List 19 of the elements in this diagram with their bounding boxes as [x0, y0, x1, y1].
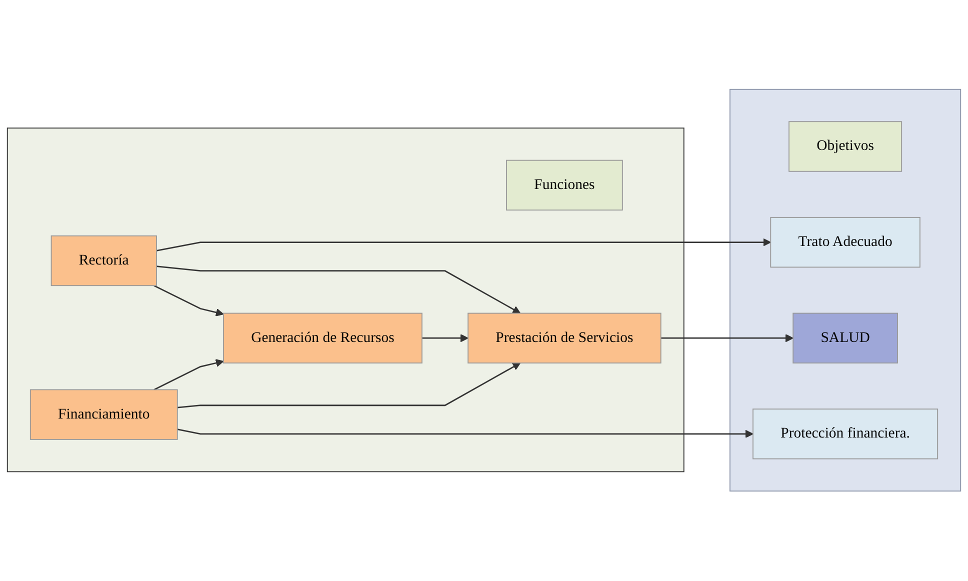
- cluster: [730, 89, 962, 492]
- arrow: [177, 428, 754, 438]
- node-box: Rectoría: [50, 236, 157, 286]
- node-box: Objetivos: [788, 121, 902, 172]
- node-box: Protección financiera.: [752, 408, 938, 460]
- node-box: Generación de Recursos: [222, 313, 422, 364]
- node-box: Financiamiento: [30, 390, 178, 440]
- arrow: [660, 334, 794, 342]
- node-box: SALUD: [792, 313, 898, 364]
- arrow: [156, 238, 771, 252]
- node-box: Funciones: [506, 160, 623, 211]
- arrow: [154, 285, 224, 317]
- node-box: Trato Adecuado: [770, 217, 920, 268]
- arrow: [154, 359, 224, 391]
- arrow: [177, 362, 521, 409]
- node-box: Prestación de Servicios: [468, 313, 662, 364]
- arrow: [156, 266, 521, 314]
- cluster: [6, 128, 684, 472]
- arrow: [422, 334, 468, 342]
